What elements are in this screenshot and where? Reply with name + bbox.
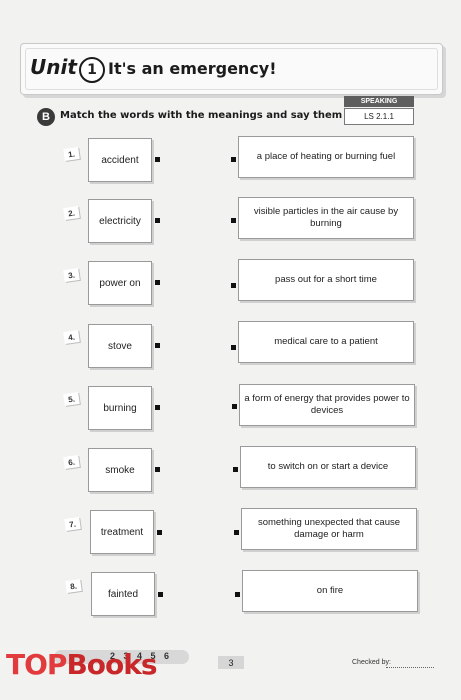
meaning-box[interactable]: a form of energy that provides power to … [239,384,415,426]
word-dot[interactable] [155,280,160,285]
page-number: 3 [218,656,244,669]
item-number: 1. [63,147,80,161]
meaning-dot[interactable] [231,157,236,162]
word-box[interactable]: stove [88,324,152,368]
item-number: 5. [63,392,80,406]
progress-strip [54,650,189,664]
checked-by-line [386,667,434,668]
word-box[interactable]: fainted [91,572,155,616]
word-dot[interactable] [155,405,160,410]
meaning-dot[interactable] [231,345,236,350]
skill-tag: SPEAKING [344,96,414,107]
meaning-box[interactable]: on fire [242,570,418,612]
unit-number-badge: 1 [79,57,105,83]
item-number: 8. [65,579,82,593]
item-number: 6. [63,455,80,469]
word-dot[interactable] [157,530,162,535]
logo-books: Books [66,648,157,681]
word-dot[interactable] [155,218,160,223]
meaning-box[interactable]: pass out for a short time [238,259,414,301]
unit-label: Unit [30,55,77,79]
meaning-box[interactable]: medical care to a patient [238,321,414,363]
watermark-logo: TOPBooks [6,648,181,688]
item-number: 4. [63,330,80,344]
progress-numbers: 2 3 4 5 6 [110,651,173,661]
word-box[interactable]: burning [88,386,152,430]
section-badge: B [37,108,55,126]
meaning-dot[interactable] [234,530,239,535]
meaning-box[interactable]: a place of heating or burning fuel [238,136,414,178]
meaning-box[interactable]: something unexpected that cause damage o… [241,508,417,550]
logo-top: TOP [6,648,67,681]
word-box[interactable]: treatment [90,510,154,554]
word-dot[interactable] [155,157,160,162]
meaning-dot[interactable] [231,218,236,223]
item-number: 7. [64,517,81,531]
word-box[interactable]: accident [88,138,152,182]
skill-code: LS 2.1.1 [344,108,414,125]
meaning-dot[interactable] [233,467,238,472]
checked-by-label: Checked by: [352,659,391,666]
word-box[interactable]: electricity [88,199,152,243]
word-box[interactable]: power on [88,261,152,305]
word-dot[interactable] [155,467,160,472]
unit-title: It's an emergency! [108,59,277,78]
word-dot[interactable] [158,592,163,597]
meaning-box[interactable]: visible particles in the air cause by bu… [238,197,414,239]
item-number: 3. [63,268,80,282]
meaning-dot[interactable] [231,283,236,288]
meaning-dot[interactable] [232,404,237,409]
word-dot[interactable] [155,343,160,348]
instruction-text: Match the words with the meanings and sa… [60,110,381,121]
meaning-box[interactable]: to switch on or start a device [240,446,416,488]
item-number: 2. [63,206,80,220]
word-box[interactable]: smoke [88,448,152,492]
meaning-dot[interactable] [235,592,240,597]
